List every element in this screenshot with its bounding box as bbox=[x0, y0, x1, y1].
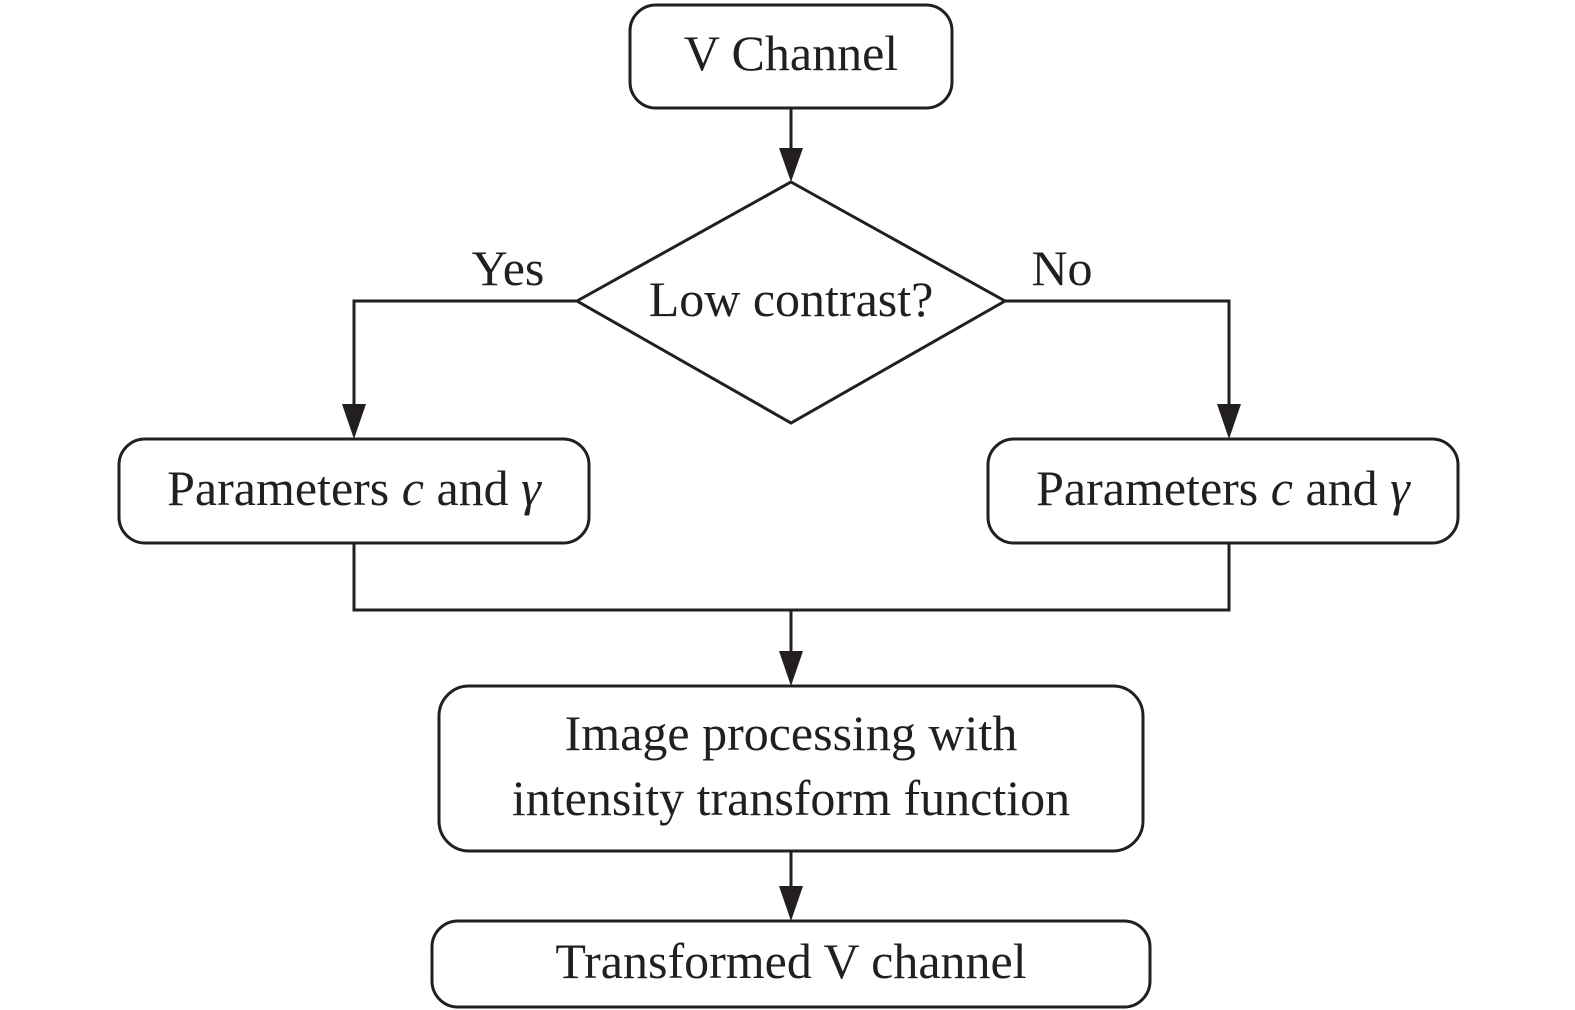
node-v-channel-label: V Channel bbox=[684, 25, 898, 81]
edge-v-channel-to-decision bbox=[779, 108, 803, 182]
edge-decision-to-params-right bbox=[1005, 299, 1241, 439]
params-left-mid: and bbox=[424, 460, 521, 516]
node-decision: Low contrast? bbox=[573, 180, 1009, 425]
node-params-right: Parameters c and γ bbox=[986, 437, 1460, 545]
node-v-channel: V Channel bbox=[628, 3, 954, 110]
params-left-var-c: c bbox=[402, 460, 424, 516]
edge-params-merge bbox=[352, 543, 1231, 686]
params-left-var-gamma: γ bbox=[521, 460, 542, 516]
params-right-var-c: c bbox=[1271, 460, 1293, 516]
node-params-left-label: Parameters c and γ bbox=[167, 460, 542, 516]
node-output: Transformed V channel bbox=[430, 919, 1152, 1009]
node-params-right-label: Parameters c and γ bbox=[1036, 460, 1411, 516]
node-params-left: Parameters c and γ bbox=[117, 437, 591, 545]
edge-label-yes: Yes bbox=[472, 240, 545, 296]
params-right-var-gamma: γ bbox=[1390, 460, 1411, 516]
edge-label-no: No bbox=[1031, 240, 1092, 296]
node-decision-label: Low contrast? bbox=[649, 271, 934, 327]
params-right-mid: and bbox=[1293, 460, 1390, 516]
edge-decision-to-params-left bbox=[342, 299, 577, 439]
params-left-prefix: Parameters bbox=[167, 460, 402, 516]
node-processing-line1: Image processing with bbox=[565, 705, 1018, 761]
node-processing: Image processing with intensity transfor… bbox=[437, 684, 1145, 853]
node-output-label: Transformed V channel bbox=[555, 933, 1026, 989]
node-processing-line2: intensity transform function bbox=[512, 770, 1070, 826]
edge-processing-to-output bbox=[779, 851, 803, 921]
params-right-prefix: Parameters bbox=[1036, 460, 1271, 516]
